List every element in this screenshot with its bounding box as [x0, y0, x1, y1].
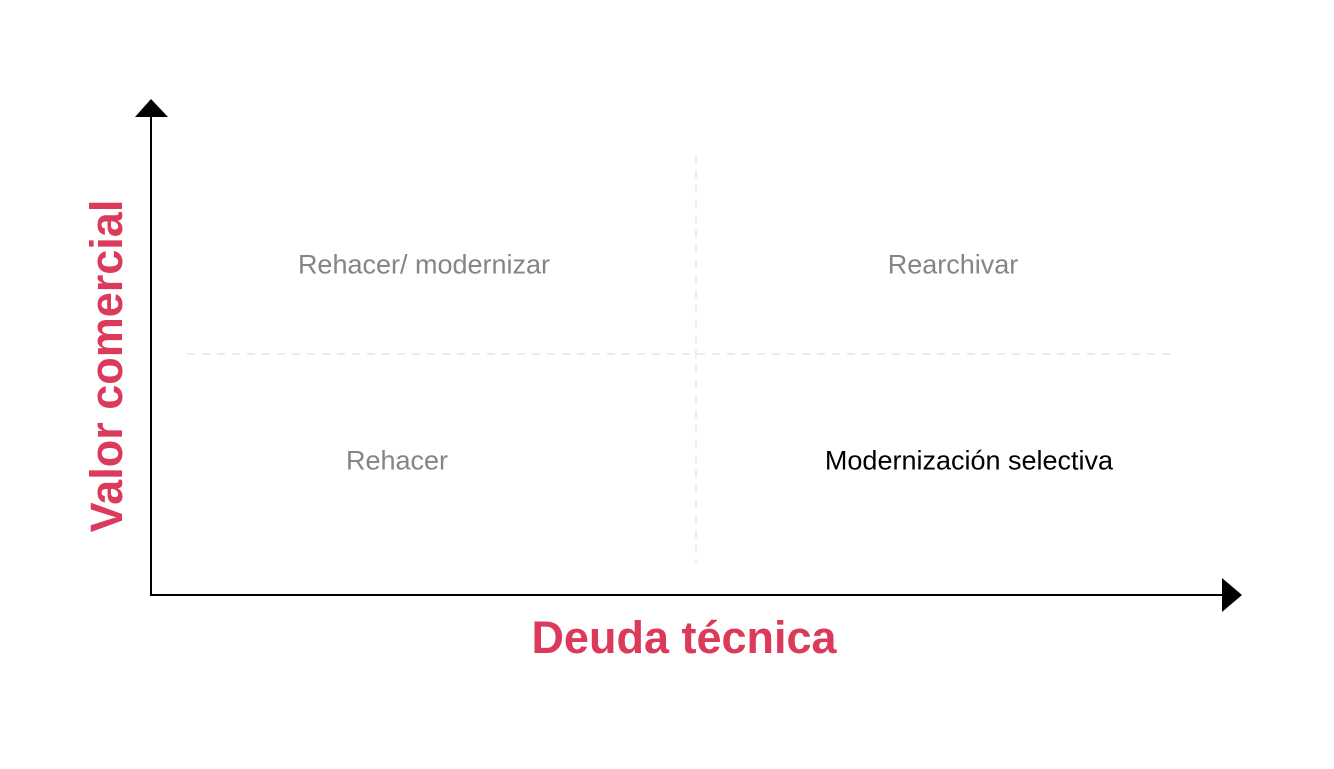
quadrant-bottom-left-label: Rehacer: [345, 445, 449, 476]
x-axis-arrow-icon: [1222, 578, 1242, 612]
quadrant-top-right-label: Rearchivar: [887, 249, 1019, 280]
y-axis-arrow-icon: [135, 99, 168, 117]
quadrant-bottom-right-label: Modernización selectiva: [824, 445, 1114, 476]
quadrant-top-left-label: Rehacer/ modernizar: [297, 249, 551, 280]
x-axis-label: Deuda técnica: [531, 612, 837, 663]
y-axis-label: Valor comercial: [81, 199, 132, 533]
